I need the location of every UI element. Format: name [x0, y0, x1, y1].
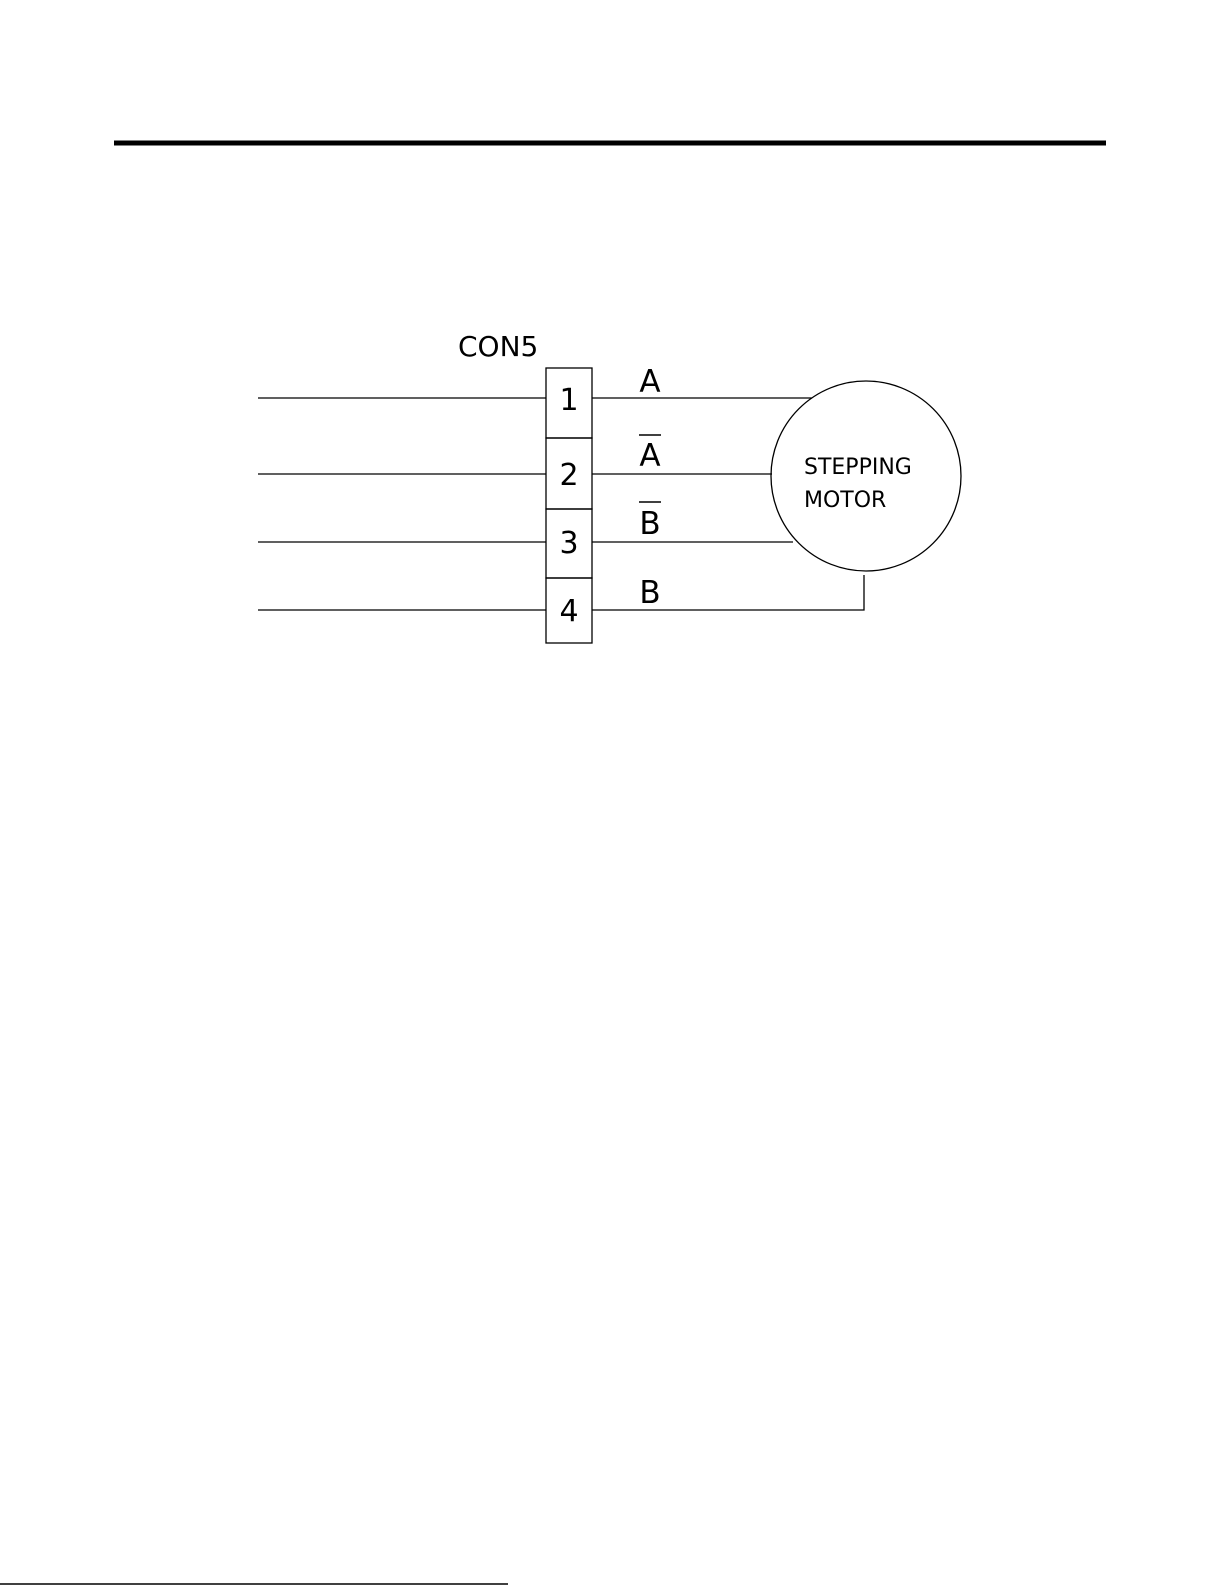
signal-label-2: A: [639, 438, 660, 474]
signal-label-4: B: [639, 575, 660, 611]
signal-label-1: A: [639, 364, 660, 400]
pin-number-2: 2: [559, 458, 578, 493]
pin-number-1: 1: [559, 383, 578, 418]
connector-name: CON5: [458, 330, 538, 363]
motor-label-line2: MOTOR: [804, 488, 886, 513]
connector-block: 1 2 3 4: [546, 368, 592, 643]
motor-label-line1: STEPPING: [804, 455, 912, 480]
output-wire-4: [592, 575, 864, 610]
signal-label-3: B: [639, 506, 660, 542]
pin-number-3: 3: [559, 526, 578, 561]
stepping-motor: STEPPING MOTOR: [771, 381, 961, 571]
pin-number-4: 4: [559, 594, 578, 629]
